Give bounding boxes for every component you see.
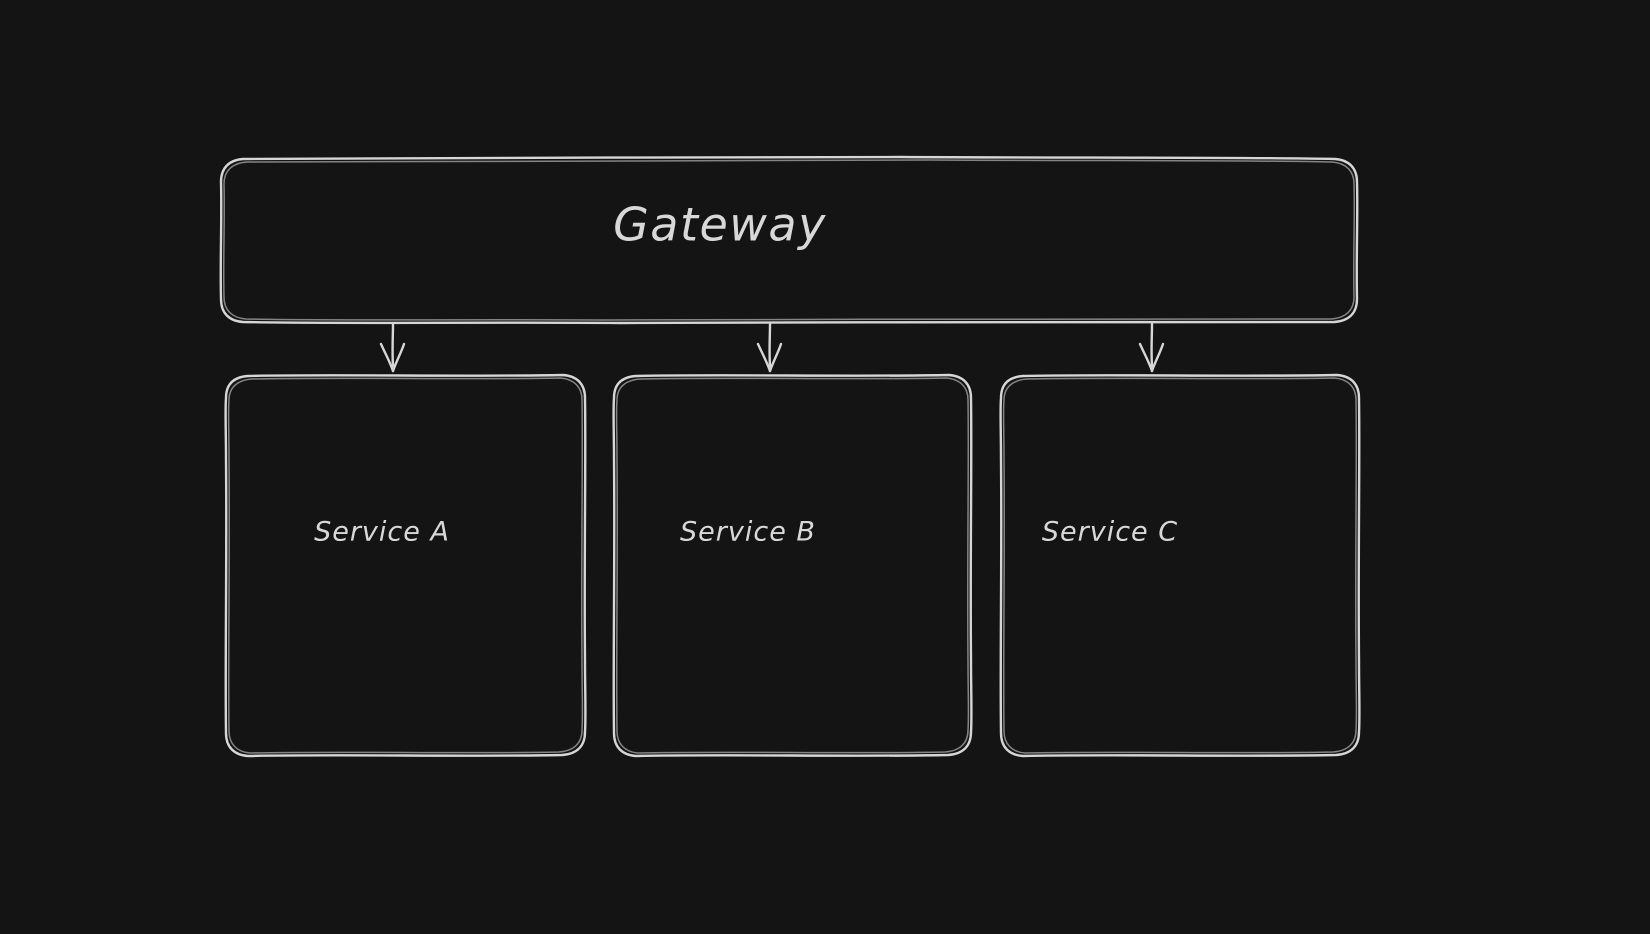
node-service-b[interactable]: Service B xyxy=(612,373,973,758)
service-b-node-label: Service B xyxy=(680,517,816,548)
service-a-node-outline xyxy=(224,373,587,758)
edge-gateway-to-service-b[interactable] xyxy=(756,322,783,373)
service-c-node-outline-secondary xyxy=(1002,377,1358,754)
service-a-node-outline-secondary xyxy=(227,377,584,754)
gateway-node-outline xyxy=(219,155,1359,325)
service-a-node-fill xyxy=(225,375,586,755)
node-service-c[interactable]: Service C xyxy=(999,373,1361,758)
edge-b-arrowhead-icon-right xyxy=(768,342,783,373)
service-c-node-label: Service C xyxy=(1042,517,1178,548)
node-gateway[interactable]: Gateway xyxy=(219,155,1359,325)
service-b-node-outline xyxy=(612,373,973,758)
edge-gateway-to-service-a[interactable] xyxy=(379,322,406,373)
gateway-node-outline-secondary xyxy=(222,159,1356,321)
service-a-node-label: Service A xyxy=(314,517,450,548)
edge-c-arrowhead-icon-right xyxy=(1150,342,1165,373)
service-b-node-fill xyxy=(613,375,972,755)
edge-a-arrowhead-icon xyxy=(379,342,395,373)
gateway-node-fill xyxy=(220,158,1358,323)
edge-a-arrowhead-icon-right xyxy=(391,342,406,373)
node-service-a[interactable]: Service A xyxy=(224,373,587,758)
service-c-node-outline xyxy=(999,373,1361,758)
edge-b-arrowhead-icon xyxy=(756,342,772,373)
service-b-node-outline-secondary xyxy=(615,377,970,754)
edge-c-arrowhead-icon xyxy=(1138,342,1154,373)
edge-gateway-to-service-c[interactable] xyxy=(1138,322,1165,373)
gateway-node-label: Gateway xyxy=(613,198,827,252)
service-c-node-fill xyxy=(1000,375,1360,755)
